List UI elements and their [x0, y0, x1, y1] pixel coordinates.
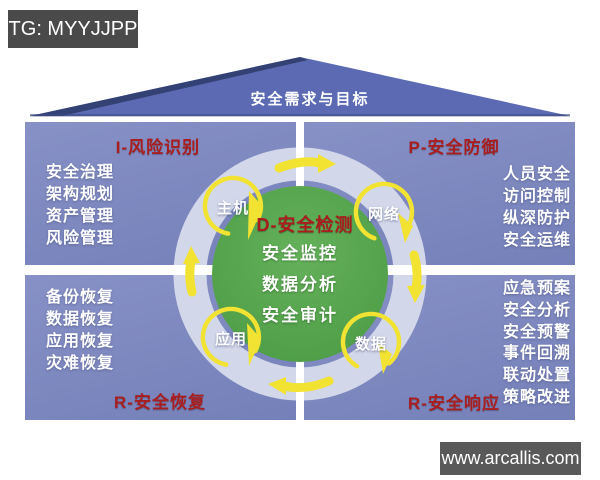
list-item: 应急预案	[503, 280, 572, 297]
title-risk-identification: I-风险识别	[115, 138, 201, 157]
list-security-recovery: 备份恢复 数据恢复 应用恢复 灾难恢复	[46, 287, 114, 375]
tg-watermark-badge: TG: MYYJJPP	[8, 10, 138, 48]
title-security-defense: P-安全防御	[408, 138, 500, 157]
node-label-application: 应用	[214, 331, 247, 348]
list-item: 风险管理	[46, 230, 115, 247]
list-item: 安全审计	[262, 306, 338, 325]
list-risk-identification: 安全治理 架构规划 资产管理 风险管理	[46, 162, 114, 250]
list-item: 备份恢复	[46, 289, 115, 306]
list-item: 人员安全	[503, 166, 572, 183]
list-security-defense: 人员安全 访问控制 纵深防护 安全运维	[503, 164, 571, 252]
list-item: 安全治理	[46, 164, 115, 181]
list-item: 数据恢复	[46, 311, 115, 328]
center-item-list: 安全监控 数据分析 安全审计	[225, 238, 375, 331]
list-item: 灾难恢复	[46, 355, 115, 372]
list-security-response: 应急预案 安全分析 安全预警 事件回溯 联动处置 策略改进	[503, 278, 571, 409]
list-item: 数据分析	[262, 275, 338, 294]
list-item: 安全预警	[503, 323, 572, 341]
roof-title: 安全需求与目标	[250, 91, 370, 108]
list-item: 安全分析	[503, 301, 572, 319]
title-security-response: R-安全响应	[408, 394, 500, 413]
list-item: 纵深防护	[503, 210, 572, 227]
node-label-network: 网络	[367, 206, 400, 223]
list-item: 策略改进	[503, 388, 572, 406]
list-item: 安全运维	[503, 232, 572, 249]
list-item: 联动处置	[503, 367, 572, 385]
list-item: 事件回溯	[503, 345, 572, 363]
list-item: 访问控制	[503, 188, 572, 205]
list-item: 架构规划	[46, 186, 115, 203]
node-label-data: 数据	[354, 336, 387, 353]
list-item: 应用恢复	[46, 333, 115, 350]
tg-watermark-text: TG: MYYJJPP	[8, 17, 138, 40]
list-item: 资产管理	[46, 208, 115, 225]
title-security-recovery: R-安全恢复	[114, 393, 206, 412]
website-text: www.arcallis.com	[441, 448, 580, 468]
node-label-host: 主机	[216, 200, 249, 217]
website-badge: www.arcallis.com	[440, 442, 581, 475]
list-item: 安全监控	[262, 244, 338, 263]
